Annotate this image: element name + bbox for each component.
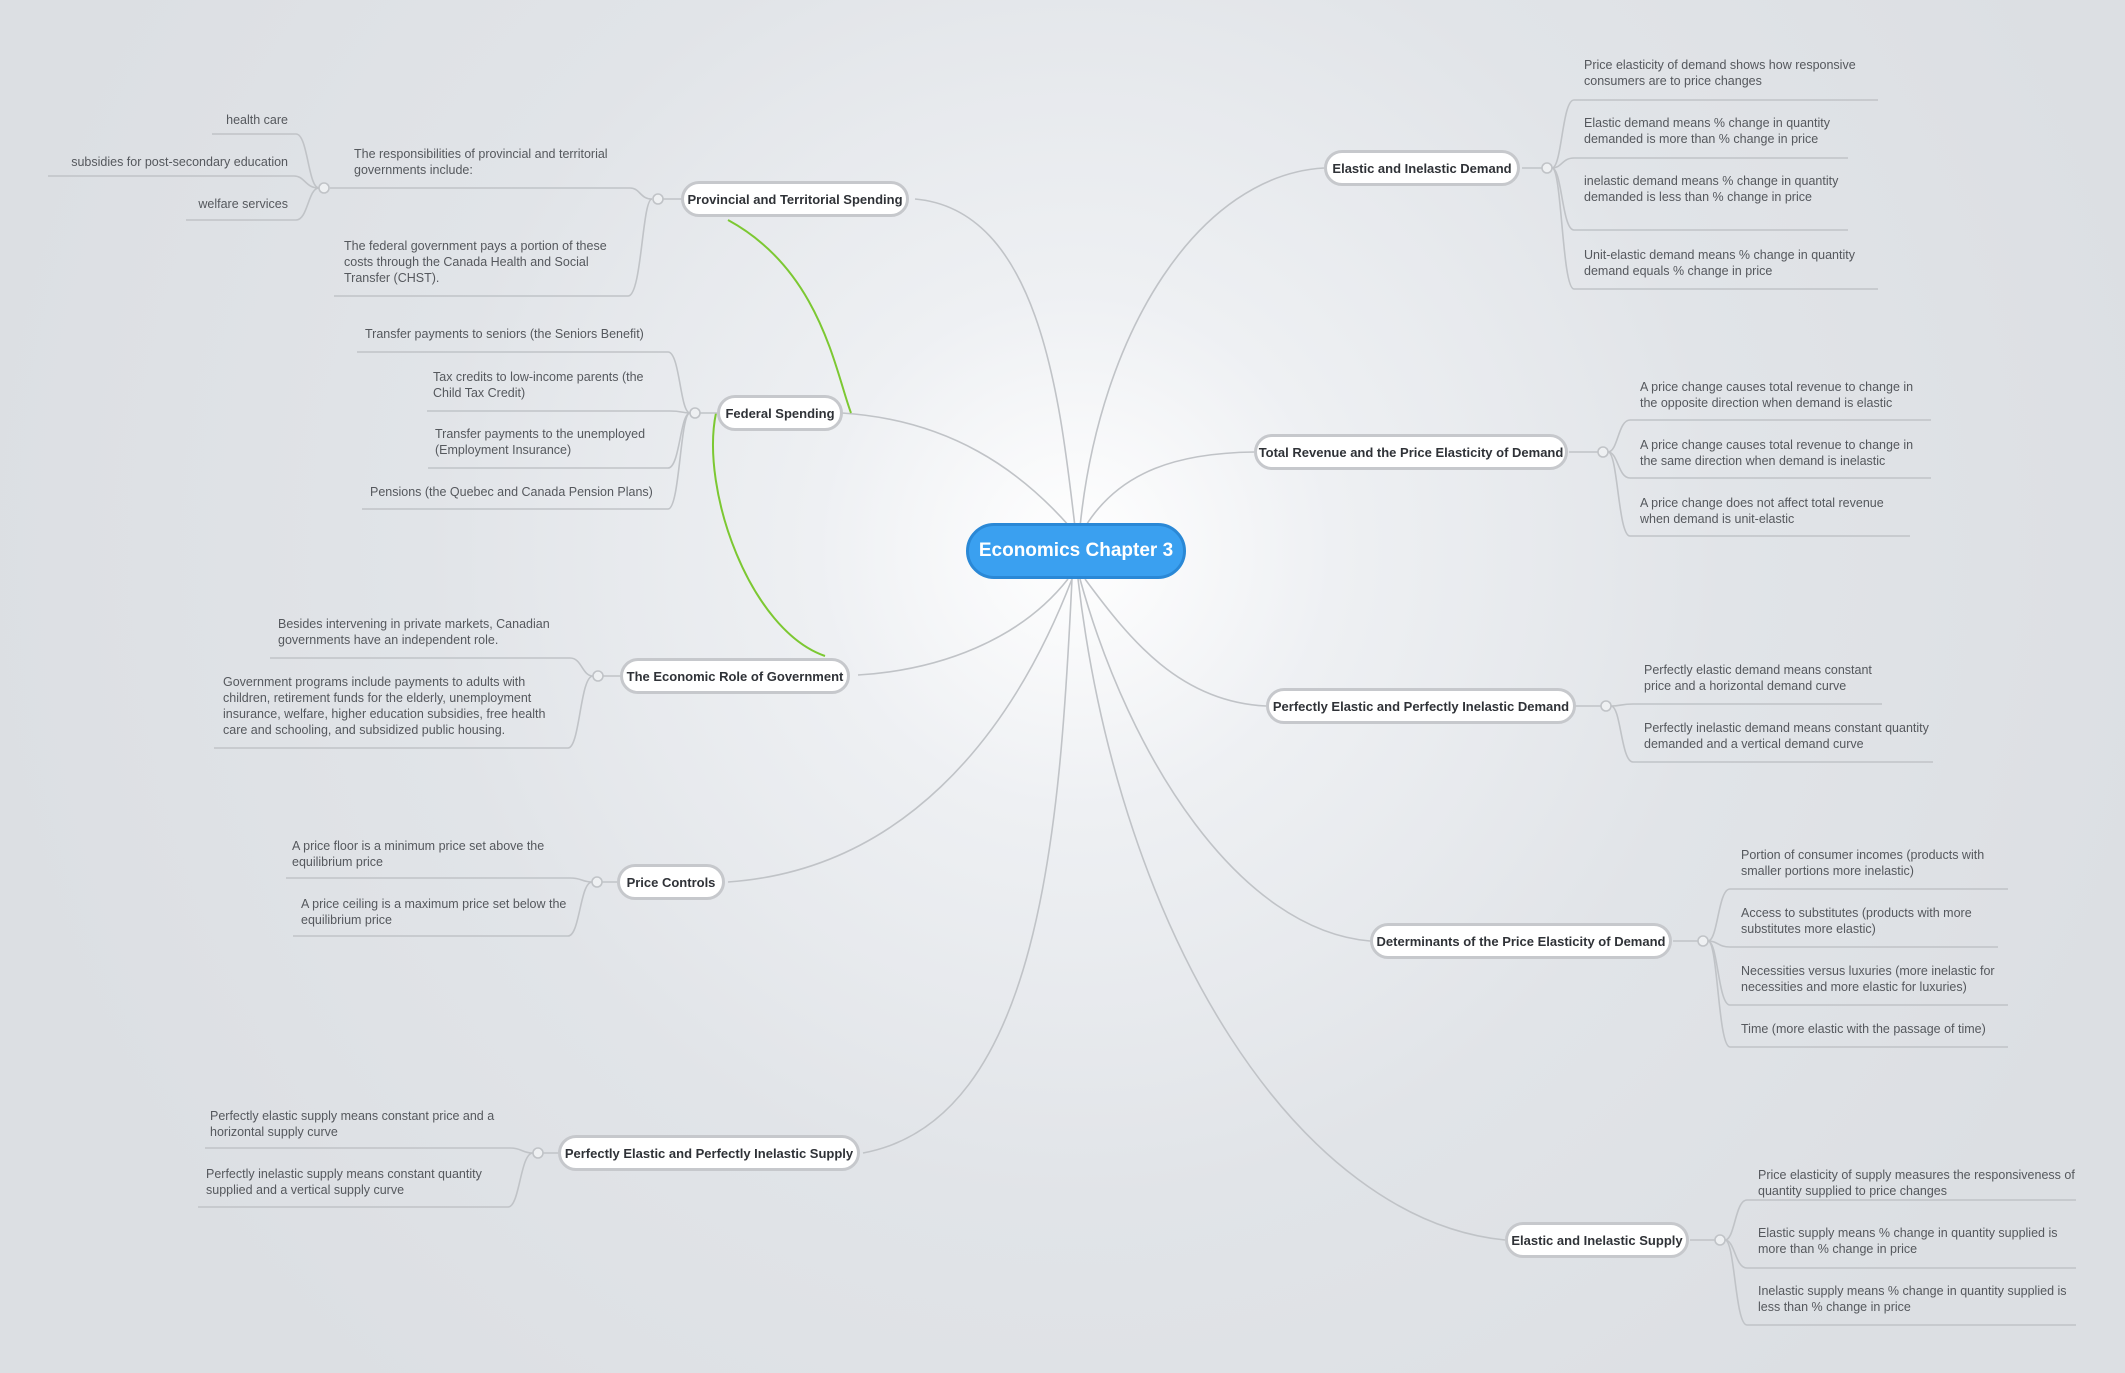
subtopic-seniors-benefit[interactable]: Transfer payments to seniors (the Senior… [365, 327, 644, 341]
topic-federal-spending[interactable]: Federal Spending [717, 395, 843, 431]
subtopic-time[interactable]: Time (more elastic with the passage of t… [1741, 1022, 1986, 1036]
subtopic-elastic-demand[interactable]: Elastic demand means % change in quantit… [1584, 116, 1830, 146]
subtopic-price-elasticity-definition[interactable]: Price elasticity of demand shows how res… [1584, 58, 1856, 88]
topic-perfectly-elastic-inelastic-demand[interactable]: Perfectly Elastic and Perfectly Inelasti… [1266, 688, 1576, 724]
subtopic-child-tax-credit[interactable]: Tax credits to low-income parents (the C… [433, 370, 644, 400]
subtopic-chst[interactable]: The federal government pays a portion of… [344, 239, 607, 285]
subtopic-elastic-supply[interactable]: Elastic supply means % change in quantit… [1758, 1226, 2058, 1256]
subtopic-price-ceiling[interactable]: A price ceiling is a maximum price set b… [301, 897, 567, 927]
topic-price-controls[interactable]: Price Controls [617, 864, 725, 900]
subtopic-inelastic-demand[interactable]: inelastic demand means % change in quant… [1584, 174, 1839, 204]
subtopic-elasticity-of-supply-definition[interactable]: Price elasticity of supply measures the … [1758, 1168, 2075, 1198]
subtopic-inelastic-supply[interactable]: Inelastic supply means % change in quant… [1758, 1284, 2067, 1314]
subtopic-unit-elastic-demand[interactable]: Unit-elastic demand means % change in qu… [1584, 248, 1855, 278]
subtopic-perfectly-inelastic-demand[interactable]: Perfectly inelastic demand means constan… [1644, 721, 1929, 751]
subtopic-perfectly-inelastic-supply[interactable]: Perfectly inelastic supply means constan… [206, 1167, 482, 1197]
topic-economic-role-of-government[interactable]: The Economic Role of Government [620, 658, 850, 694]
subtopic-independent-role[interactable]: Besides intervening in private markets, … [278, 617, 550, 647]
subtopic-access-to-substitutes[interactable]: Access to substitutes (products with mor… [1741, 906, 1972, 936]
subtopic-provincial-intro[interactable]: The responsibilities of provincial and t… [354, 147, 608, 177]
topic-total-revenue-elasticity[interactable]: Total Revenue and the Price Elasticity o… [1254, 434, 1568, 470]
subtopic-welfare-services[interactable]: welfare services [198, 197, 288, 211]
topic-perfectly-elastic-inelastic-supply[interactable]: Perfectly Elastic and Perfectly Inelasti… [558, 1135, 860, 1171]
subtopic-government-programs[interactable]: Government programs include payments to … [223, 675, 546, 737]
subtopic-health-care[interactable]: health care [226, 113, 288, 127]
subtopic-price-floor[interactable]: A price floor is a minimum price set abo… [292, 839, 545, 869]
topic-provincial-territorial-spending[interactable]: Provincial and Territorial Spending [681, 181, 909, 217]
subtopic-perfectly-elastic-supply[interactable]: Perfectly elastic supply means constant … [210, 1109, 495, 1139]
relationship-line [712, 412, 826, 657]
subtopic-necessities-vs-luxuries[interactable]: Necessities versus luxuries (more inelas… [1741, 964, 1995, 994]
subtopic-employment-insurance[interactable]: Transfer payments to the unemployed (Emp… [435, 427, 646, 457]
subtopic-pension-plans[interactable]: Pensions (the Quebec and Canada Pension … [370, 485, 653, 499]
subtopic-post-secondary-subsidies[interactable]: subsidies for post-secondary education [71, 155, 288, 169]
subtopic-portion-of-income[interactable]: Portion of consumer incomes (products wi… [1741, 848, 1985, 878]
subtopic-perfectly-elastic-demand[interactable]: Perfectly elastic demand means constant … [1644, 663, 1872, 693]
topic-determinants-elasticity[interactable]: Determinants of the Price Elasticity of … [1370, 923, 1672, 959]
subtopic-revenue-unit-elastic[interactable]: A price change does not affect total rev… [1640, 496, 1884, 526]
topic-elastic-inelastic-demand[interactable]: Elastic and Inelastic Demand [1324, 150, 1520, 186]
central-topic[interactable]: Economics Chapter 3 [966, 523, 1186, 579]
topic-elastic-inelastic-supply[interactable]: Elastic and Inelastic Supply [1505, 1222, 1689, 1258]
relationship-line [727, 219, 852, 414]
subtopic-revenue-inelastic[interactable]: A price change causes total revenue to c… [1640, 438, 1914, 468]
subtopic-revenue-elastic[interactable]: A price change causes total revenue to c… [1640, 380, 1914, 410]
